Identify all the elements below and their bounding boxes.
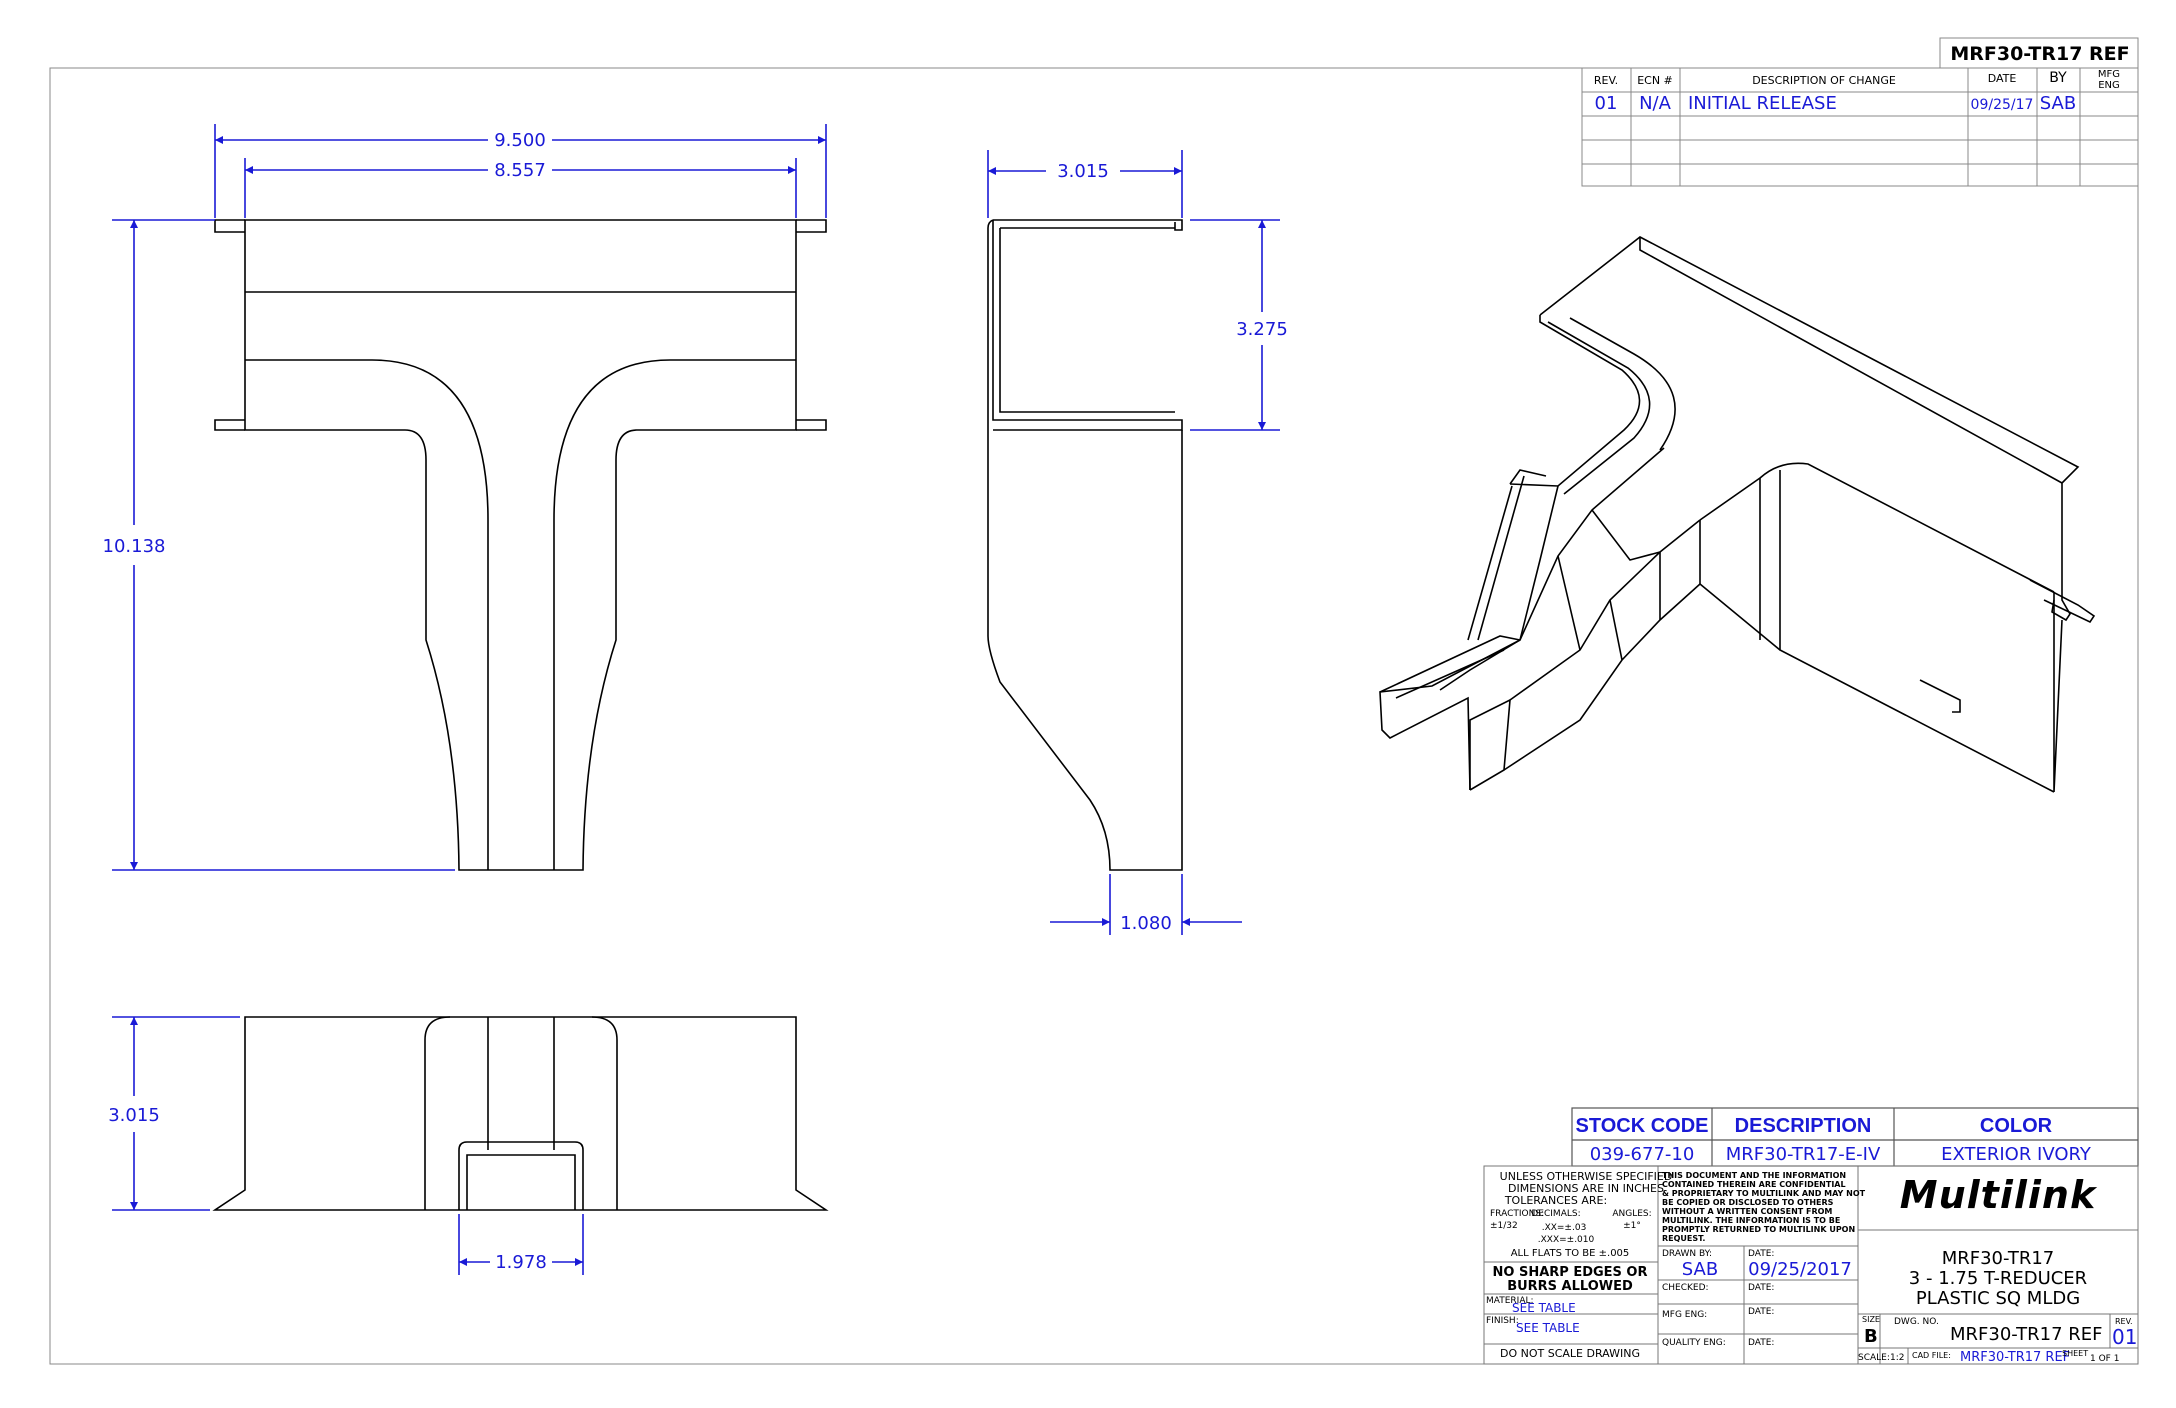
top-view: [214, 219, 827, 871]
dim-outlet-gap: 1.978: [495, 1252, 547, 1273]
flats-tolerance: ALL FLATS TO BE ±.005: [1511, 1248, 1630, 1259]
tolerance-angles-value: ±1°: [1623, 1221, 1641, 1231]
sheet-label: SHEET: [2062, 1349, 2088, 1358]
rev-header-by: BY: [2049, 70, 2067, 86]
rev-header-date: DATE: [1988, 72, 2017, 85]
dim-outlet-width: 1.080: [1120, 913, 1172, 934]
drawn-date-label: DATE:: [1748, 1249, 1774, 1259]
rev-row-rev: 01: [1595, 93, 1618, 114]
title-line-1: MRF30-TR17: [1942, 1248, 2055, 1269]
dim-inner-width: 8.557: [494, 160, 546, 181]
rev-row-ecn: N/A: [1639, 93, 1672, 114]
confidential-line-5: WITHOUT A WRITTEN CONSENT FROM: [1662, 1207, 1832, 1216]
sheet-value: 1 OF 1: [2090, 1354, 2119, 1364]
rev-header-mfg: MFG: [2098, 69, 2120, 80]
confidential-line-2: CONTAINED THEREIN ARE CONFIDENTIAL: [1662, 1180, 1846, 1189]
dwg-no-label: DWG. NO.: [1894, 1317, 1939, 1327]
size-value: B: [1864, 1326, 1878, 1347]
dim-side-height: 3.275: [1236, 319, 1288, 340]
dim-side-width: 3.015: [1057, 161, 1109, 182]
rev-label: REV.: [2115, 1317, 2133, 1326]
confidential-line-3: & PROPRIETARY TO MULTILINK AND MAY NOT: [1662, 1189, 1866, 1198]
product-stock-code: 039-677-10: [1590, 1144, 1695, 1165]
dwg-no-value: MRF30-TR17 REF: [1950, 1324, 2103, 1345]
confidential-line-6: MULTILINK. THE INFORMATION IS TO BE: [1662, 1216, 1840, 1225]
sheet-border: [49, 67, 2139, 1365]
product-color: EXTERIOR IVORY: [1941, 1144, 2092, 1165]
rev-row-by: SAB: [2040, 93, 2076, 114]
finish-label: FINISH:: [1486, 1316, 1519, 1326]
checked-date-label: DATE:: [1748, 1283, 1774, 1293]
product-header-desc: DESCRIPTION: [1735, 1115, 1872, 1137]
tolerance-decimals-value-2: .XXX=±.010: [1538, 1235, 1595, 1245]
part-ref-text: MRF30-TR17 REF: [1950, 43, 2129, 65]
isometric-view: [1379, 236, 2096, 793]
mfg-eng-date-label: DATE:: [1748, 1307, 1774, 1317]
tolerance-decimals-value: .XX=±.03: [1542, 1223, 1587, 1233]
rev-value: 01: [2112, 1325, 2137, 1349]
drawn-date-value: 09/25/2017: [1748, 1259, 1852, 1280]
part-ref-box: MRF30-TR17 REF: [1939, 37, 2139, 69]
dim-overall-width: 9.500: [494, 130, 546, 151]
cad-file-label: CAD FILE:: [1912, 1351, 1951, 1360]
mfg-eng-label: MFG ENG:: [1662, 1310, 1707, 1320]
product-header-stock: STOCK CODE: [1576, 1115, 1709, 1137]
tolerance-line-1: UNLESS OTHERWISE SPECIFIED: [1500, 1170, 1673, 1183]
quality-eng-label: QUALITY ENG:: [1662, 1338, 1726, 1348]
drawn-by-value: SAB: [1682, 1259, 1718, 1280]
quality-eng-date-label: DATE:: [1748, 1338, 1774, 1348]
finish-value: SEE TABLE: [1516, 1321, 1580, 1335]
dim-overall-length: 10.138: [103, 536, 166, 557]
tolerance-line-3: TOLERANCES ARE:: [1504, 1194, 1607, 1207]
scale-label: SCALE:: [1858, 1353, 1890, 1363]
tolerance-angles-label: ANGLES:: [1612, 1209, 1651, 1219]
checked-label: CHECKED:: [1662, 1283, 1709, 1293]
scale-value: 1:2: [1890, 1353, 1904, 1363]
title-line-3: PLASTIC SQ MLDG: [1916, 1288, 2080, 1309]
tolerance-fractions-label: FRACTIONS:: [1490, 1209, 1544, 1219]
title-line-2: 3 - 1.75 T-REDUCER: [1909, 1268, 2087, 1289]
confidential-line-1: THIS DOCUMENT AND THE INFORMATION: [1662, 1171, 1846, 1180]
rev-row-desc: INITIAL RELEASE: [1688, 93, 1837, 114]
front-view: [212, 1016, 829, 1211]
size-label: SIZE: [1862, 1315, 1880, 1324]
drawn-by-label: DRAWN BY:: [1662, 1249, 1712, 1259]
title-block-frame: [1483, 1165, 2139, 1365]
tolerance-line-2: DIMENSIONS ARE IN INCHES: [1508, 1182, 1664, 1195]
dim-height: 3.015: [108, 1105, 160, 1126]
confidential-line-7: PROMPTLY RETURNED TO MULTILINK UPON: [1662, 1225, 1855, 1234]
do-not-scale: DO NOT SCALE DRAWING: [1500, 1347, 1640, 1360]
sharp-edges-line-1: NO SHARP EDGES OR: [1493, 1265, 1648, 1280]
cad-file-value: MRF30-TR17 REF: [1960, 1350, 2070, 1365]
sharp-edges-line-2: BURRS ALLOWED: [1507, 1279, 1633, 1294]
rev-row-date: 09/25/17: [1971, 97, 2034, 113]
rev-header-ecn: ECN #: [1637, 74, 1673, 87]
dimension-lines: [112, 124, 1280, 1275]
tolerance-decimals-label: DECIMALS:: [1531, 1209, 1580, 1219]
rev-header-desc: DESCRIPTION OF CHANGE: [1752, 74, 1896, 87]
material-label: MATERIAL:: [1486, 1296, 1534, 1306]
confidential-line-8: REQUEST.: [1662, 1234, 1705, 1243]
company-logo: Multilink: [1900, 1173, 2098, 1217]
tolerance-fractions-value: ±1/32: [1490, 1221, 1518, 1231]
material-value: SEE TABLE: [1512, 1301, 1576, 1315]
rev-header-rev: REV.: [1594, 74, 1618, 87]
rev-header-eng: ENG: [2098, 80, 2120, 91]
product-header-color: COLOR: [1980, 1115, 2053, 1137]
side-view: [987, 219, 1183, 871]
revision-table: [1581, 67, 2139, 187]
product-description: MRF30-TR17-E-IV: [1726, 1144, 1881, 1165]
confidential-line-4: BE COPIED OR DISCLOSED TO OTHERS: [1662, 1198, 1834, 1207]
